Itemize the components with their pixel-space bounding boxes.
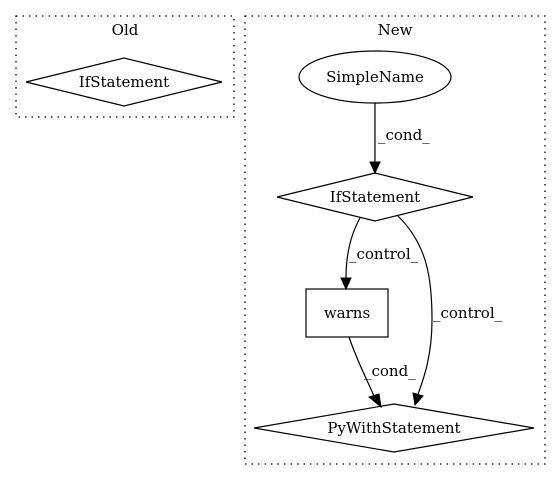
edge-ifstatement-to-pywithstatement-line xyxy=(396,214,433,395)
edge-ifstatement-to-warns: _control_ xyxy=(340,217,419,291)
node-old-ifstatement[interactable]: IfStatement xyxy=(25,57,223,107)
edge-ifstatement-to-pywithstatement-label: _control_ xyxy=(433,304,503,322)
edge-ifstatement-to-pywithstatement: _control_ xyxy=(396,214,503,407)
cluster-new-border xyxy=(244,15,546,465)
cluster-old: Old xyxy=(15,15,235,118)
edge-simplename-to-ifstatement: _cond_ xyxy=(369,103,430,175)
edge-warns-to-pywithstatement-arrow xyxy=(367,393,382,409)
node-new-ifstatement-label: IfStatement xyxy=(330,188,420,206)
node-pywithstatement-shape xyxy=(253,403,535,453)
node-simplename[interactable]: SimpleName xyxy=(298,50,452,104)
node-warns-shape xyxy=(305,288,389,338)
edge-simplename-to-ifstatement-arrow xyxy=(369,161,381,175)
node-pywithstatement-label: PyWithStatement xyxy=(327,419,460,437)
edge-warns-to-pywithstatement-line xyxy=(348,336,375,397)
edge-simplename-to-ifstatement-label: _cond_ xyxy=(378,126,430,144)
node-old-ifstatement-shape xyxy=(25,57,223,107)
edge-warns-to-pywithstatement: _cond_ xyxy=(348,336,416,409)
node-new-ifstatement-shape xyxy=(276,172,474,222)
cluster-new-label: New xyxy=(378,21,413,39)
node-old-ifstatement-label: IfStatement xyxy=(79,73,169,91)
edge-ifstatement-to-pywithstatement-arrow xyxy=(412,392,424,407)
node-simplename-label: SimpleName xyxy=(326,68,424,86)
edge-ifstatement-to-warns-label: _control_ xyxy=(349,245,419,263)
node-warns[interactable]: warns xyxy=(305,288,389,338)
edge-ifstatement-to-warns-line xyxy=(345,217,361,279)
edge-warns-to-pywithstatement-label: _cond_ xyxy=(364,362,416,380)
cluster-new: New xyxy=(244,15,546,465)
cluster-old-label: Old xyxy=(112,21,139,39)
node-new-ifstatement[interactable]: IfStatement xyxy=(276,172,474,222)
edge-ifstatement-to-warns-arrow xyxy=(340,277,352,291)
node-warns-label: warns xyxy=(324,304,370,322)
node-pywithstatement[interactable]: PyWithStatement xyxy=(253,403,535,453)
